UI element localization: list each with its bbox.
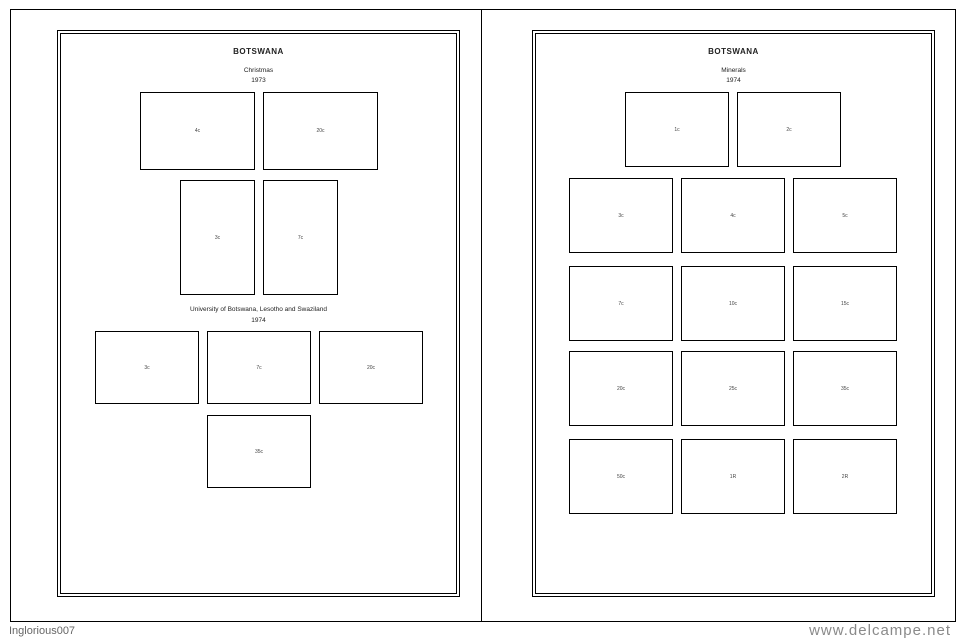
- right-page-inner-border: BOTSWANA Minerals 1974 1c 2c 3c 4c 5c 7c…: [535, 33, 932, 594]
- stamp-box: 20c: [569, 351, 673, 426]
- left-album-page: BOTSWANA Christmas 1973 4c 20c 3c 7c Uni…: [57, 30, 460, 597]
- stamp-box: 7c: [207, 331, 311, 404]
- left-section1-title: Christmas: [243, 67, 274, 74]
- stamp-box: 5c: [793, 178, 897, 253]
- left-section1-year: 1973: [251, 77, 266, 84]
- right-section1-year: 1974: [726, 77, 741, 84]
- stamp-box: 7c: [569, 266, 673, 341]
- stamp-box: 2R: [793, 439, 897, 514]
- spread-divider: [481, 9, 482, 622]
- stamp-box: 50c: [569, 439, 673, 514]
- stamp-box: 35c: [207, 415, 311, 488]
- right-section1-title: Minerals: [721, 67, 746, 74]
- right-page-country: BOTSWANA: [708, 47, 759, 56]
- stamp-box: 35c: [793, 351, 897, 426]
- uploader-name: Inglorious007: [9, 625, 76, 637]
- stamp-box: 7c: [263, 180, 338, 295]
- left-section2-year: 1974: [251, 317, 266, 324]
- stamp-box: 2c: [737, 92, 841, 167]
- stamp-box: 3c: [95, 331, 199, 404]
- stamp-box: 1R: [681, 439, 785, 514]
- stamp-box: 15c: [793, 266, 897, 341]
- stamp-box: 3c: [180, 180, 255, 295]
- left-page-country: BOTSWANA: [233, 47, 284, 56]
- site-watermark: www.delcampe.net: [809, 622, 951, 639]
- stamp-box: 3c: [569, 178, 673, 253]
- stamp-box: 4c: [681, 178, 785, 253]
- stamp-box: 4c: [140, 92, 255, 170]
- left-page-inner-border: BOTSWANA Christmas 1973 4c 20c 3c 7c Uni…: [60, 33, 457, 594]
- stamp-box: 10c: [681, 266, 785, 341]
- stamp-box: 20c: [319, 331, 423, 404]
- stamp-box: 1c: [625, 92, 729, 167]
- right-album-page: BOTSWANA Minerals 1974 1c 2c 3c 4c 5c 7c…: [532, 30, 935, 597]
- stamp-box: 25c: [681, 351, 785, 426]
- stamp-box: 20c: [263, 92, 378, 170]
- album-spread: [10, 9, 956, 622]
- left-section2-title: University of Botswana, Lesotho and Swaz…: [190, 306, 327, 313]
